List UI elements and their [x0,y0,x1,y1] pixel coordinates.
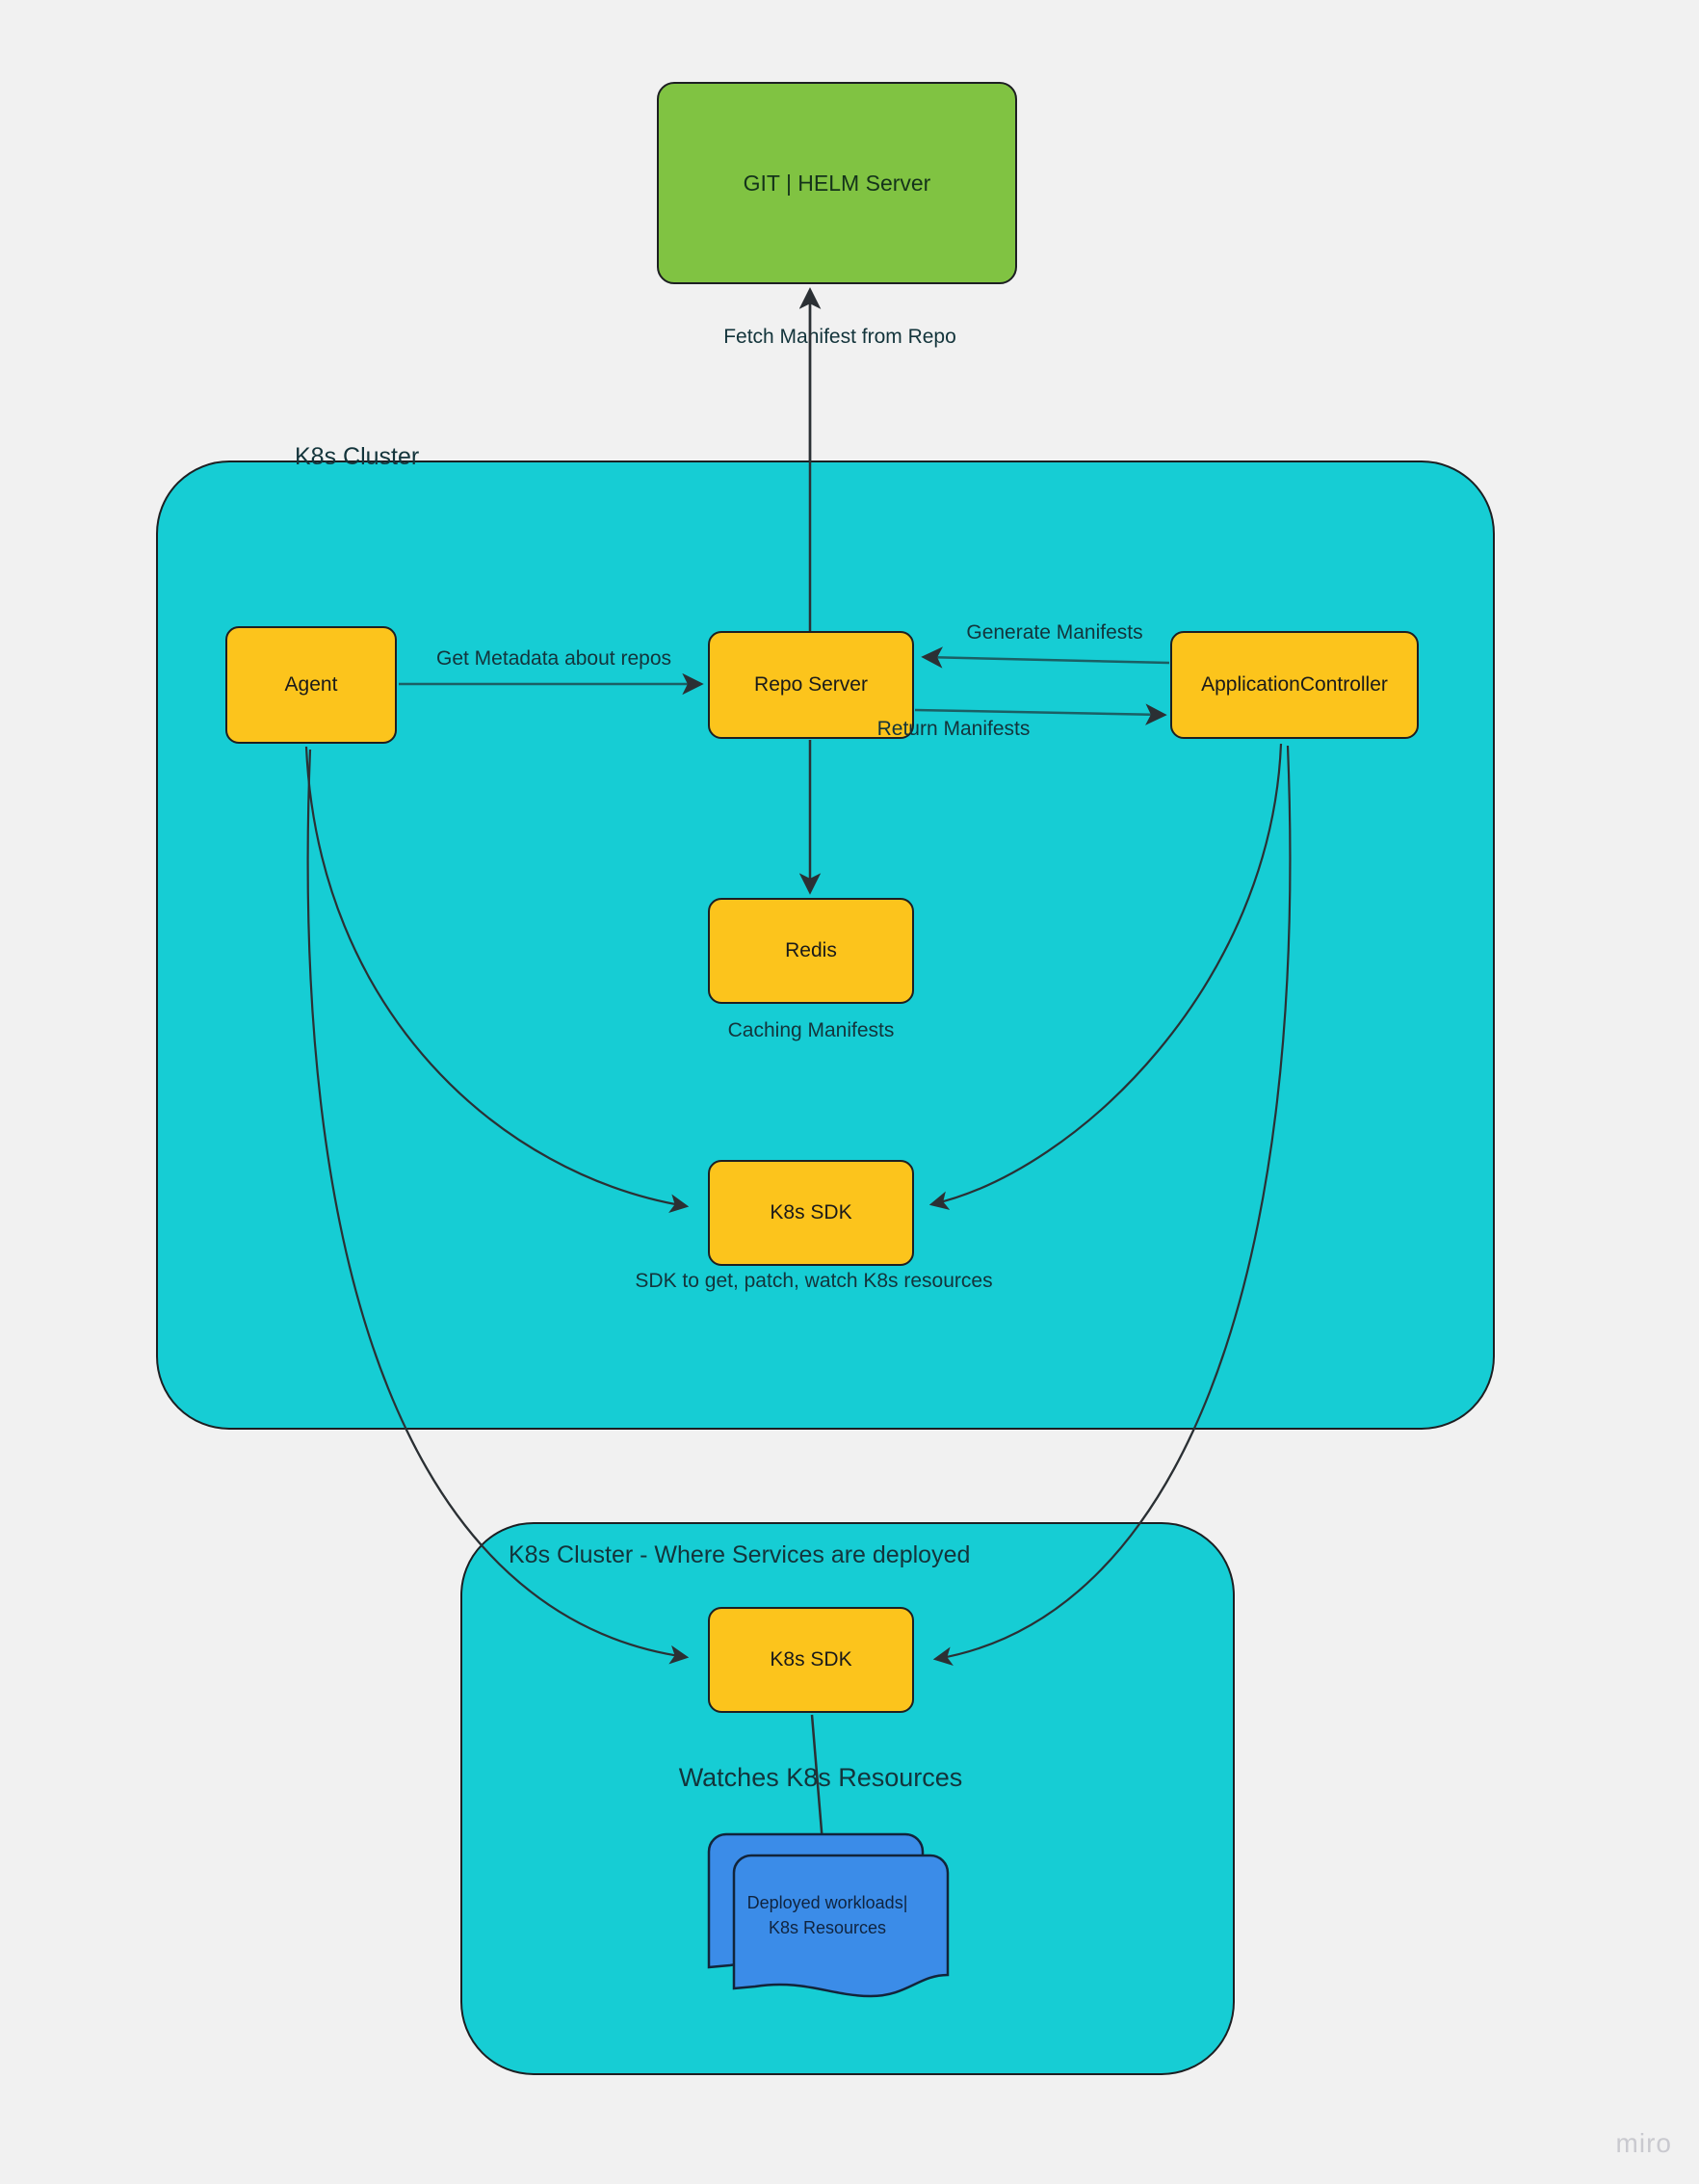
repo-server-label: Repo Server [754,672,868,696]
redis-node[interactable]: Redis [708,898,914,1004]
agent-node[interactable]: Agent [225,626,397,744]
watches-k8s-resources-label: Watches K8s Resources [678,1763,963,1792]
deployed-workloads-line2: K8s Resources [768,1918,887,1938]
k8s-sdk-workload-label: K8s SDK [770,1647,852,1671]
redis-label: Redis [785,938,837,961]
redis-caption: Caching Manifests [727,1019,895,1041]
deployed-workloads-node[interactable]: Deployed workloads| K8s Resources [701,1830,954,1999]
k8s-sdk-control-label: K8s SDK [770,1200,852,1224]
application-controller-node[interactable]: ApplicationController [1170,631,1419,739]
git-helm-server-label: GIT | HELM Server [743,170,931,196]
k8s-sdk-caption: SDK to get, patch, watch K8s resources [635,1270,993,1292]
k8s-sdk-control-node[interactable]: K8s SDK [708,1160,914,1266]
deployed-workloads-line1: Deployed workloads| [746,1893,908,1912]
agent-label: Agent [284,672,338,696]
get-metadata-label: Get Metadata about repos [436,647,671,670]
application-controller-label: ApplicationController [1201,672,1388,696]
document-stack-icon [707,1832,950,1998]
generate-manifests-label: Generate Manifests [966,621,1143,644]
k8s-sdk-workload-node[interactable]: K8s SDK [708,1607,914,1713]
return-manifests-label: Return Manifests [876,718,1031,740]
git-helm-server-node[interactable]: GIT | HELM Server [657,82,1017,284]
miro-watermark: miro [1615,2128,1672,2158]
